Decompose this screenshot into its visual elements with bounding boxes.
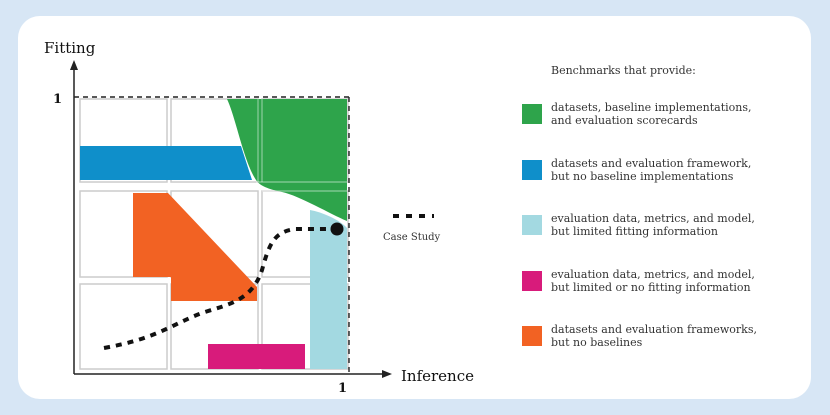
grid-cell (79, 283, 168, 370)
legend-line: but limited or no fitting information (551, 281, 751, 294)
legend-line: but limited fitting information (551, 225, 719, 238)
legend-item-light-blue: evaluation data, metrics, and model, but… (520, 212, 820, 242)
legend-item-blue: datasets and evaluation framework, but n… (520, 157, 820, 187)
region-limited-no-fitting (208, 344, 305, 369)
case-study-path (103, 227, 335, 350)
region-datasets-baselines-scorecards (227, 99, 347, 221)
region-datasets-eval-frameworks-no-baselines (133, 193, 257, 301)
legend-line: evaluation data, metrics, and model, (551, 212, 755, 225)
legend-text: evaluation data, metrics, and model, but… (551, 212, 821, 238)
legend-item-green: datasets, baseline implementations, and … (520, 101, 820, 131)
x-axis-arrow-icon (382, 370, 392, 378)
y-axis-title: Fitting (44, 39, 96, 57)
legend-line: datasets, baseline implementations, (551, 101, 752, 114)
legend-line: datasets and evaluation framework, (551, 157, 752, 170)
legend-title: Benchmarks that provide: (551, 64, 696, 77)
legend-swatch (522, 160, 542, 180)
y-max-tick-label: 1 (53, 92, 62, 107)
legend-swatch (522, 104, 542, 124)
case-study-marker (330, 222, 344, 236)
case-study-label: Case Study (383, 232, 441, 243)
grid-overlay (256, 99, 347, 192)
legend-text: datasets and evaluation framework, but n… (551, 157, 821, 183)
legend-swatch (522, 271, 542, 291)
x-max-tick-label: 1 (338, 381, 347, 396)
region-limited-fitting (310, 210, 347, 369)
legend-text: datasets, baseline implementations, and … (551, 101, 821, 127)
legend-swatch (522, 326, 542, 346)
y-axis-arrow-icon (70, 60, 78, 70)
legend-item-orange: datasets and evaluation frameworks, but … (520, 323, 820, 353)
legend-line: datasets and evaluation frameworks, (551, 323, 757, 336)
max-boundary (74, 96, 350, 374)
legend-line: but no baselines (551, 336, 643, 349)
legend-line: evaluation data, metrics, and model, (551, 268, 755, 281)
legend-text: datasets and evaluation frameworks, but … (551, 323, 821, 349)
legend-swatch (522, 215, 542, 235)
legend-line: and evaluation scorecards (551, 114, 698, 127)
region-datasets-eval-framework (80, 146, 252, 180)
legend-text: evaluation data, metrics, and model, but… (551, 268, 821, 294)
legend-item-magenta: evaluation data, metrics, and model, but… (520, 268, 820, 298)
x-axis-title: Inference (401, 367, 474, 385)
axes (73, 66, 386, 375)
grid-cell (79, 98, 168, 183)
legend-line: but no baseline implementations (551, 170, 734, 183)
